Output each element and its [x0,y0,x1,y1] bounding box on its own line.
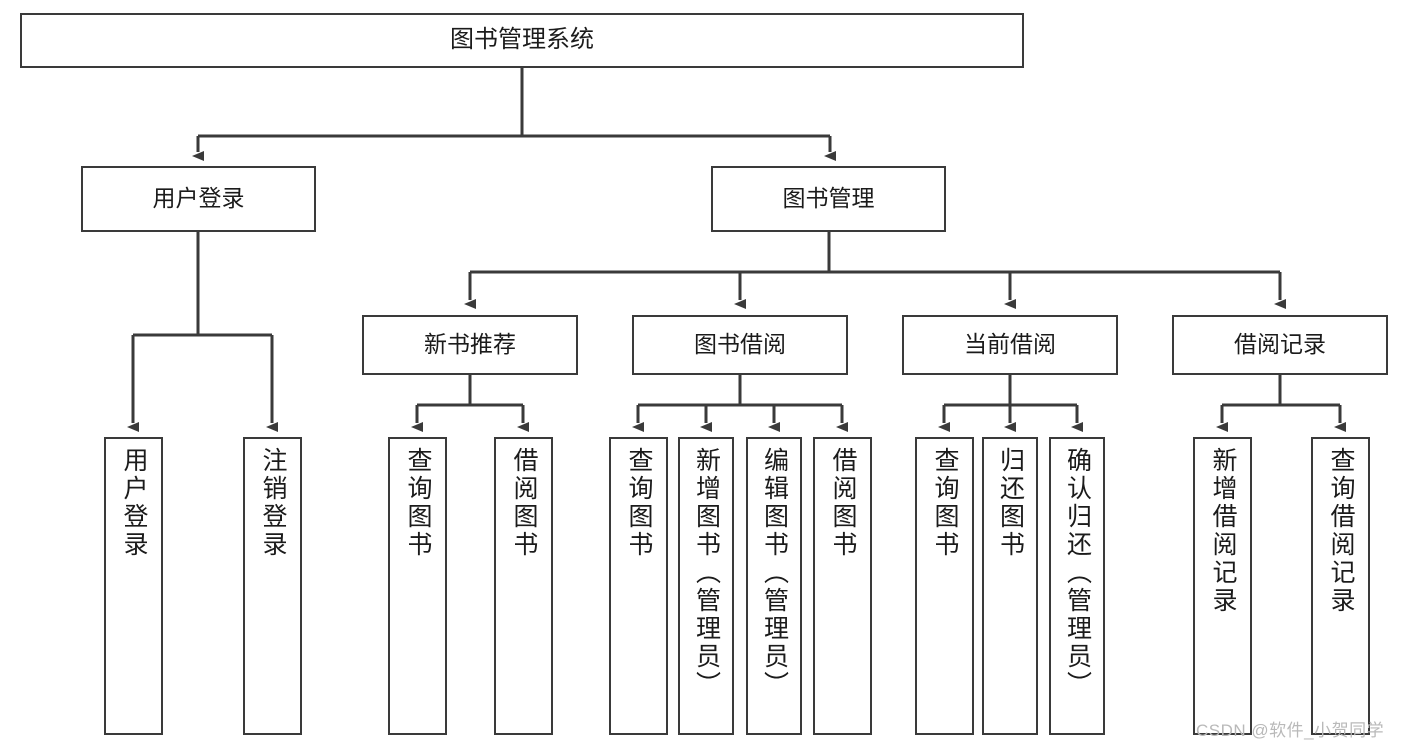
leaf-user-login-logout[interactable]: 注销登录 [243,437,302,735]
node-label: 归还图书 [996,447,1025,559]
node-label: 查询图书 [931,447,959,559]
node-label: 新增图书（管理员） [692,447,721,699]
node-label: 查询借阅记录 [1327,447,1355,615]
node-label: 用户登录 [120,447,148,559]
node-label: 借阅记录 [1234,331,1326,358]
node-borrow-records[interactable]: 借阅记录 [1172,315,1388,375]
leaf-borrow-edit-book-admin[interactable]: 编辑图书（管理员） [746,437,802,735]
node-new-book-recommend[interactable]: 新书推荐 [362,315,578,375]
node-label: 编辑图书（管理员） [760,447,789,699]
leaf-current-query-book[interactable]: 查询图书 [915,437,974,735]
node-label: 新增借阅记录 [1209,447,1237,615]
node-user-login[interactable]: 用户登录 [81,166,316,232]
node-root-system[interactable]: 图书管理系统 [20,13,1024,68]
node-current-borrow[interactable]: 当前借阅 [902,315,1118,375]
node-label: 图书管理系统 [450,26,594,54]
leaf-records-query-record[interactable]: 查询借阅记录 [1311,437,1370,735]
leaf-user-login-login[interactable]: 用户登录 [104,437,163,735]
node-label: 新书推荐 [424,331,516,358]
node-book-borrow[interactable]: 图书借阅 [632,315,848,375]
node-label: 用户登录 [152,185,245,212]
node-label: 当前借阅 [964,331,1056,358]
node-label: 图书借阅 [694,331,786,358]
leaf-current-return-book[interactable]: 归还图书 [982,437,1038,735]
node-label: 注销登录 [259,447,287,559]
node-label: 借阅图书 [510,447,538,559]
node-label: 借阅图书 [829,447,857,559]
node-label: 图书管理 [782,185,875,212]
leaf-borrow-query-book[interactable]: 查询图书 [609,437,668,735]
leaf-new-book-borrow[interactable]: 借阅图书 [494,437,553,735]
leaf-current-confirm-return-admin[interactable]: 确认归还（管理员） [1049,437,1105,735]
node-label: 查询图书 [404,447,432,559]
watermark-text: CSDN @软件_小贺同学 [1196,721,1385,740]
leaf-new-book-query[interactable]: 查询图书 [388,437,447,735]
leaf-borrow-borrow-book[interactable]: 借阅图书 [813,437,872,735]
node-label: 确认归还（管理员） [1063,447,1092,699]
leaf-borrow-add-book-admin[interactable]: 新增图书（管理员） [678,437,734,735]
leaf-records-add-record[interactable]: 新增借阅记录 [1193,437,1252,735]
node-label: 查询图书 [625,447,653,559]
node-book-management[interactable]: 图书管理 [711,166,946,232]
